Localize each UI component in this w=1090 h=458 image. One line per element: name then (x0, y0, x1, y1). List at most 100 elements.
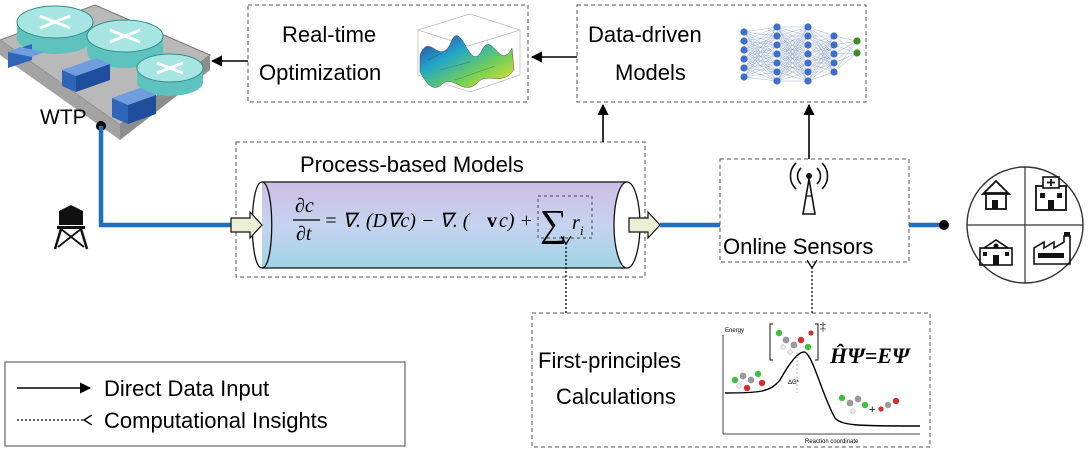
schrodinger-equation: ĤΨ=EΨ (829, 343, 911, 368)
plus-symbol: + (869, 404, 875, 416)
nn-connection (743, 26, 778, 33)
firstprinciples-line2: Calculations (556, 384, 676, 409)
reaction-axis-label: Reaction coordinate (805, 439, 859, 445)
nn-connection (833, 44, 858, 54)
nn-connection (776, 26, 809, 82)
nn-connection (833, 35, 858, 42)
nn-node (804, 23, 812, 31)
eq-v: v (487, 210, 497, 232)
nn-connection (776, 26, 809, 73)
energy-profile-plot: Energy Reaction coordinate ΔG* ‡ (722, 319, 921, 445)
nn-connection (743, 71, 778, 78)
nn-connection (807, 35, 835, 73)
nn-connection (807, 35, 835, 82)
nn-connection (807, 35, 835, 55)
nn-connection (776, 26, 809, 55)
nn-node (740, 73, 748, 81)
nn-connection (743, 35, 778, 78)
nn-node (830, 59, 838, 67)
reactant-molecule-icon (731, 370, 766, 392)
nn-node (804, 41, 812, 49)
nn-connection (833, 52, 858, 73)
realtime-optimization-box: Real-time Optimization (247, 4, 529, 103)
sensors-label: Online Sensors (723, 234, 873, 259)
nn-connection (743, 26, 778, 69)
antenna-icon (789, 162, 829, 215)
nn-node (830, 68, 838, 76)
nn-connection (776, 71, 809, 82)
nn-connection (776, 53, 809, 82)
eq-rhs: = ∇. (D∇c) − ∇. ( (324, 210, 471, 232)
nn-connection (807, 35, 835, 46)
nn-connection (776, 26, 809, 46)
nn-connection (833, 52, 858, 55)
treatment-tank-icon (136, 53, 204, 96)
nn-connection (833, 40, 858, 46)
nn-node (740, 28, 748, 36)
nn-node (804, 50, 812, 58)
nn-node (804, 68, 812, 76)
nn-connection (776, 26, 809, 64)
nn-connection (807, 26, 835, 37)
nn-node (804, 32, 812, 40)
nn-connection (833, 35, 858, 54)
nn-node (804, 59, 812, 67)
supply-pipe (96, 121, 248, 228)
nn-connection (743, 62, 778, 78)
transition-state-molecule-icon (775, 329, 814, 355)
nn-node (804, 77, 812, 85)
nn-connection (807, 44, 835, 82)
nn-connection (833, 52, 858, 64)
eq-dc: ∂c (295, 195, 314, 217)
nn-node (740, 55, 748, 63)
nn-connection (743, 26, 778, 51)
nn-connection (833, 40, 858, 73)
nn-node (853, 37, 861, 45)
legend: Direct Data Input Computational Insights (4, 361, 406, 447)
hospital-icon (1035, 176, 1067, 211)
eq-i: i (580, 223, 584, 238)
pipe-end-node (939, 220, 949, 230)
legend-computational: Computational Insights (104, 408, 328, 433)
surface-plot-icon (416, 13, 522, 93)
house-icon (980, 179, 1012, 210)
advection-diffusion-equation: ∂c ∂t = ∇. (D∇c) − ∇. ( v c) + ∑ r i (293, 195, 593, 245)
nn-node (830, 32, 838, 40)
nn-node (773, 77, 781, 85)
nn-node (740, 64, 748, 72)
school-icon (979, 239, 1013, 266)
online-sensors-box: Online Sensors (719, 158, 910, 263)
eq-rhs2: c) + (499, 210, 533, 232)
nn-node (773, 68, 781, 76)
nn-node (773, 50, 781, 58)
dagger-symbol: ‡ (820, 319, 826, 333)
flow-out-arrow (628, 210, 661, 240)
nn-connection (743, 53, 778, 78)
treatment-tank-icon (86, 19, 164, 68)
eq-r: r (572, 212, 580, 234)
nn-connection (833, 40, 858, 55)
product-molecule-icon (838, 394, 900, 414)
process-based-models-box: Process-based Models ∂c ∂t = ∇. (D∇c) − … (230, 141, 661, 278)
eq-dt: ∂t (296, 223, 312, 245)
firstprinciples-line1: First-principles (538, 348, 681, 373)
process-title: Process-based Models (300, 152, 524, 177)
nn-node (830, 41, 838, 49)
city-consumers (966, 166, 1084, 284)
nn-node (740, 46, 748, 54)
water-tower-icon (53, 205, 89, 250)
first-principles-box: First-principles Calculations Energy Rea… (531, 312, 931, 448)
barrier-label: ΔG* (788, 380, 800, 386)
building-icon (8, 44, 156, 124)
nn-connection (776, 62, 809, 82)
datadriven-line2: Models (615, 60, 686, 85)
neural-network-icon (740, 23, 861, 85)
nn-node (740, 37, 748, 45)
realtime-line1: Real-time (282, 22, 376, 47)
nn-connection (833, 40, 858, 64)
eq-sum: ∑ (540, 203, 567, 245)
datadriven-line1: Data-driven (588, 22, 702, 47)
nn-connection (743, 26, 778, 60)
nn-node (853, 49, 861, 57)
